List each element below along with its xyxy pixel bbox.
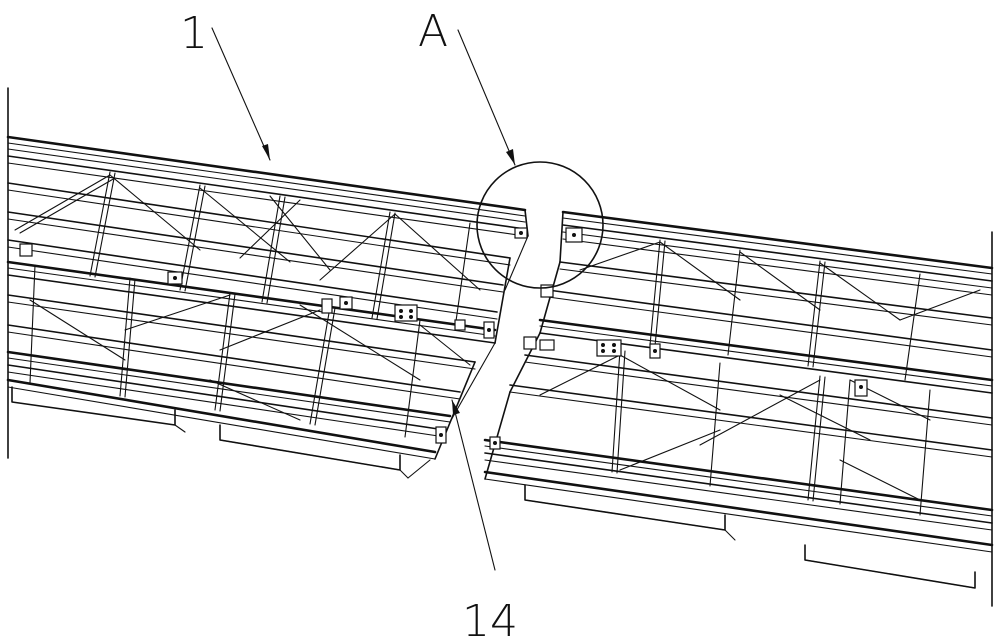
label-part-14: 14 (462, 596, 518, 644)
label-part-1: 1 (180, 8, 208, 59)
right-truss-module (485, 212, 992, 588)
arrowhead-1 (262, 144, 270, 160)
left-truss-module (8, 137, 528, 478)
arrowhead-a (506, 149, 515, 165)
label-detail-a: A (418, 6, 448, 57)
